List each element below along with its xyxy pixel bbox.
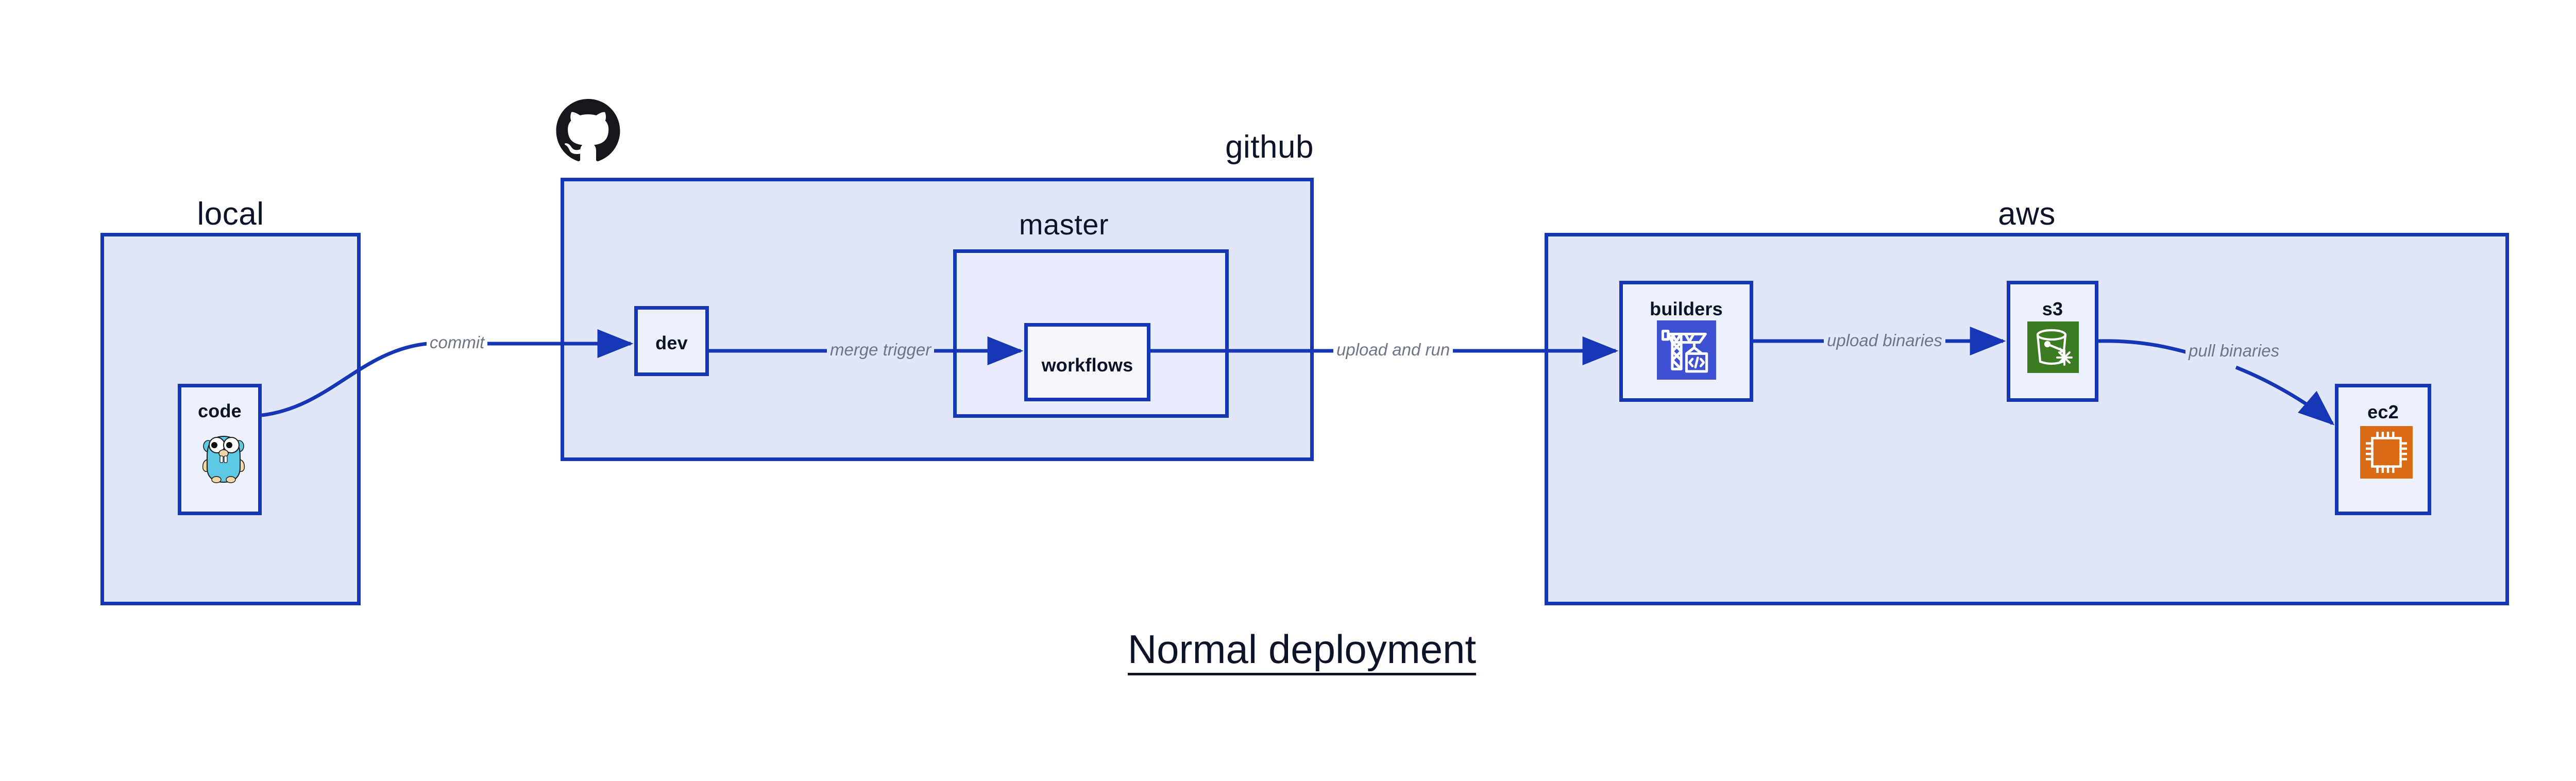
node-label-code: code: [198, 400, 242, 421]
subgroup-label-master: master: [1019, 208, 1109, 241]
edge-label-merge-trigger: merge trigger: [827, 341, 935, 358]
node-ec2[interactable]: ec2: [2335, 384, 2431, 515]
go-gopher-icon: [202, 435, 245, 483]
group-label-aws: aws: [1998, 196, 2056, 232]
edge-label-upload-binaries: upload binaries: [1824, 332, 1945, 349]
group-label-github: github: [1225, 129, 1314, 165]
node-code[interactable]: code: [178, 384, 262, 515]
edge-label-pull-binaries: pull binaries: [2185, 342, 2283, 359]
node-label-s3: s3: [2042, 298, 2063, 319]
group-label-local: local: [197, 196, 264, 232]
s3-bucket-icon: [2027, 321, 2079, 373]
node-label-workflows: workflows: [1041, 354, 1133, 376]
node-label-ec2: ec2: [2367, 401, 2399, 422]
diagram-title-text: Normal deployment: [1127, 626, 1477, 675]
node-dev[interactable]: dev: [634, 306, 709, 376]
edge-label-commit: commit: [427, 334, 488, 351]
diagram-title: Normal deployment: [0, 626, 2576, 675]
crane-code-icon: [1657, 320, 1716, 380]
github-octocat-icon: [556, 99, 620, 161]
ec2-chip-icon: [2360, 426, 2413, 479]
node-label-dev: dev: [655, 332, 688, 353]
node-workflows[interactable]: workflows: [1024, 323, 1150, 401]
edge-label-upload-and-run: upload and run: [1333, 341, 1453, 358]
node-label-builders: builders: [1650, 298, 1723, 319]
node-builders[interactable]: builders: [1619, 281, 1753, 402]
node-s3[interactable]: s3: [2007, 281, 2098, 402]
